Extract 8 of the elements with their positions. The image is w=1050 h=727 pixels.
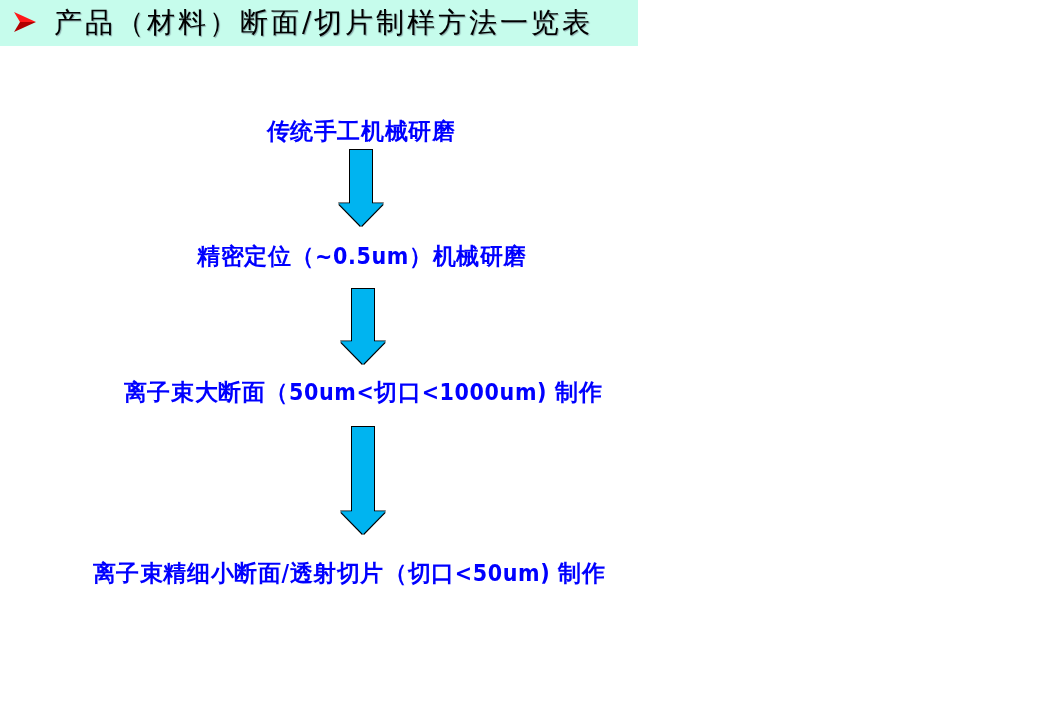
step-text: 离子束精细小断面/透射切片（切口<50um) 制作 [92, 560, 606, 586]
step-text: 传统手工机械研磨 [266, 118, 456, 144]
step-text: 精密定位（~0.5um）机械研磨 [197, 243, 527, 269]
title-text: 产品（材料）断面/切片制样方法一览表 [54, 5, 594, 41]
block-arrow [341, 427, 385, 534]
block-arrow [339, 150, 383, 226]
step-text: 离子束大断面（50um<切口<1000um) 制作 [123, 379, 603, 405]
block-arrow [341, 289, 385, 364]
